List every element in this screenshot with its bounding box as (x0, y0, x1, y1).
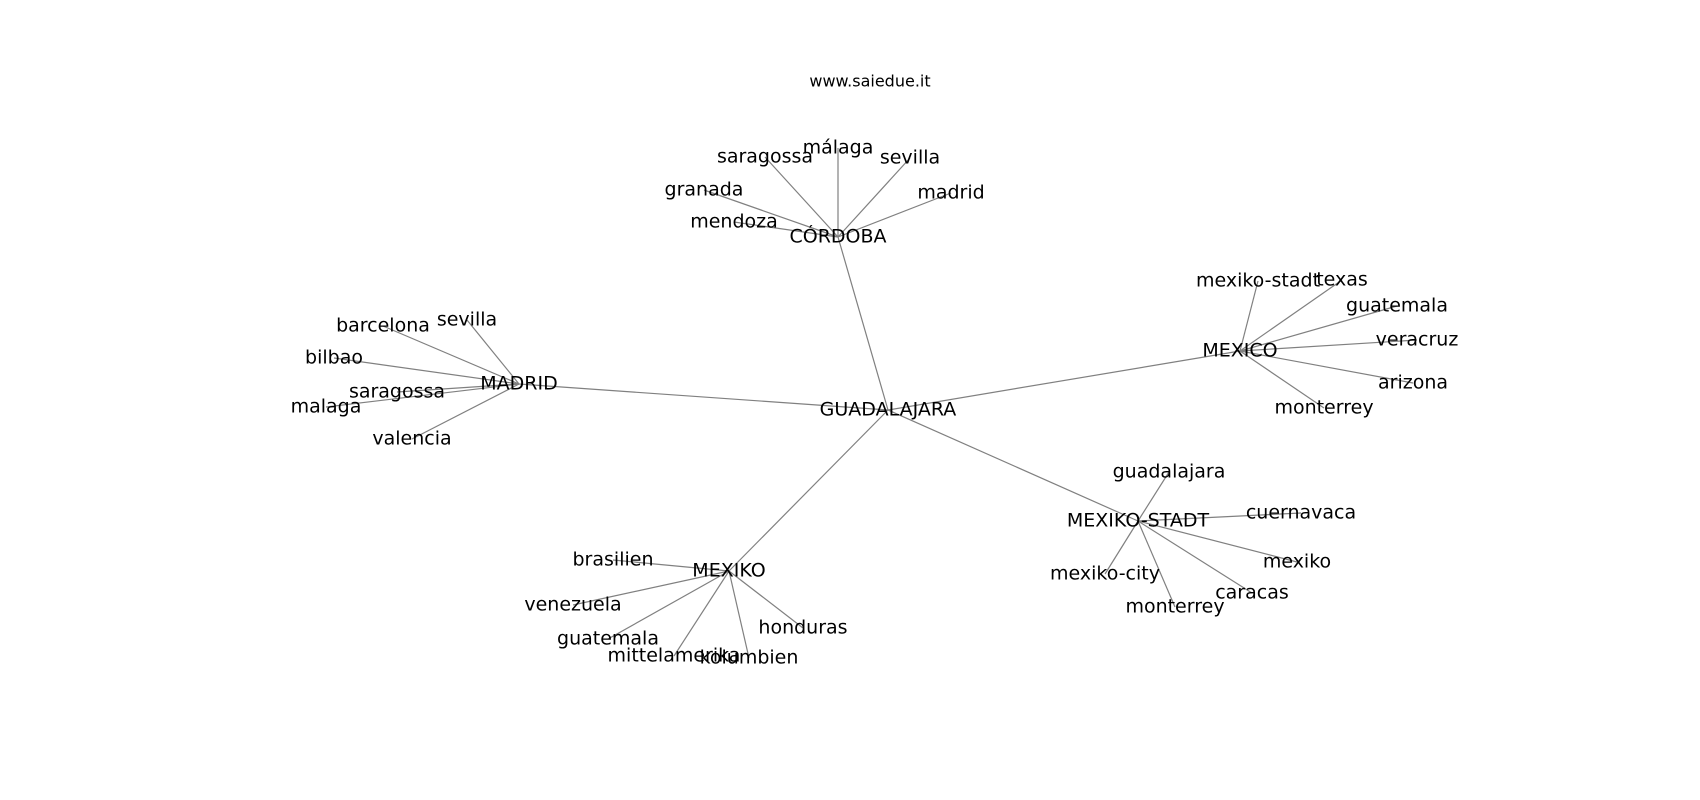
leaf-node-madrid: sevilla (437, 309, 497, 331)
leaf-node-mexico: texas (1316, 269, 1368, 291)
leaf-node-mexiko: kolumbien (700, 647, 799, 669)
leaf-node-madrid: valencia (372, 428, 451, 450)
leaf-node-mexiko-stadt: caracas (1215, 582, 1289, 604)
leaf-node-cordoba: madrid (917, 182, 984, 204)
leaf-node-mexico: veracruz (1376, 329, 1459, 351)
leaf-node-mexiko: venezuela (524, 594, 621, 616)
graph-edges (325, 148, 1418, 659)
edge-mexiko-stadt-leaf-1 (1137, 512, 1302, 522)
leaf-node-madrid: malaga (291, 396, 362, 418)
edge-cordoba-leaf-0 (764, 156, 839, 238)
leaf-node-cordoba: sevilla (880, 147, 940, 169)
hub-node-mexiko-stadt: MEXIKO-STADT (1067, 510, 1210, 532)
edge-mexiko-stadt-leaf-5 (1104, 520, 1139, 575)
edge-madrid-leaf-3 (396, 383, 520, 393)
edge-mexiko-stadt-leaf-3 (1137, 520, 1253, 594)
leaf-node-cordoba: mendoza (690, 211, 778, 233)
hub-node-cordoba: CÓRDOBA (789, 224, 886, 248)
edge-mexico-leaf-5 (1239, 350, 1325, 409)
edge-cordoba-leaf-5 (733, 221, 839, 238)
leaf-node-cordoba: málaga (803, 137, 874, 159)
edge-mexico-leaf-1 (1239, 279, 1343, 352)
leaf-node-madrid: saragossa (349, 381, 445, 403)
leaf-node-mexiko-stadt: mexiko-city (1050, 563, 1160, 585)
edge-mexico-leaf-0 (1239, 280, 1259, 352)
edge-madrid-leaf-1 (466, 319, 520, 385)
edge-mexiko-leaf-2 (607, 570, 730, 640)
edge-mexiko-leaf-5 (728, 570, 804, 629)
leaf-node-madrid: barcelona (336, 315, 430, 337)
edge-center-mexiko (728, 409, 889, 572)
leaf-node-cordoba: granada (665, 179, 744, 201)
leaf-node-mexiko: honduras (758, 617, 847, 639)
edge-cordoba-leaf-4 (837, 192, 952, 238)
edge-mexiko-leaf-1 (572, 570, 730, 606)
edge-mexico-leaf-3 (1239, 339, 1418, 352)
edge-mexiko-stadt-leaf-0 (1137, 471, 1170, 522)
leaf-node-mexiko-stadt: mexiko (1263, 551, 1331, 573)
edge-mexico-leaf-2 (1239, 305, 1398, 352)
edge-mexiko-leaf-0 (612, 559, 730, 572)
leaf-node-mexiko-stadt: monterrey (1125, 596, 1224, 618)
edge-center-mexiko-stadt (887, 409, 1139, 522)
hub-node-mexico: MEXICO (1202, 340, 1277, 362)
leaf-node-mexiko-stadt: guadalajara (1113, 461, 1226, 483)
edge-center-madrid (518, 383, 889, 411)
leaf-node-mexiko-stadt: cuernavaca (1246, 502, 1356, 524)
edge-mexico-leaf-4 (1239, 350, 1414, 384)
hub-node-madrid: MADRID (480, 373, 557, 395)
node-center: GUADALAJARA (820, 399, 957, 421)
leaf-node-mexiko: guatemala (557, 628, 659, 650)
leaf-node-mexiko: brasilien (573, 549, 654, 571)
hub-node-mexiko: MEXIKO (692, 560, 765, 582)
edge-mexiko-stadt-leaf-4 (1137, 520, 1176, 608)
leaf-node-mexico: mexiko-stadt (1196, 270, 1320, 292)
edge-mexiko-leaf-3 (673, 570, 730, 657)
edge-center-cordoba (837, 236, 889, 411)
leaf-node-cordoba: saragossa (717, 146, 813, 168)
edge-madrid-leaf-0 (382, 325, 520, 385)
source-watermark: www.saiedue.it (809, 72, 930, 91)
leaf-node-madrid: bilbao (305, 347, 363, 369)
edge-cordoba-leaf-3 (703, 189, 839, 238)
edge-center-mexico (887, 350, 1241, 411)
edge-madrid-leaf-5 (411, 383, 520, 440)
edge-madrid-leaf-4 (325, 383, 520, 408)
edge-madrid-leaf-2 (333, 357, 520, 385)
leaf-node-mexico: monterrey (1274, 397, 1373, 419)
leaf-node-mexico: arizona (1378, 372, 1448, 394)
edge-mexiko-stadt-leaf-2 (1137, 520, 1298, 563)
edge-mexiko-leaf-4 (728, 570, 750, 659)
edge-cordoba-leaf-2 (837, 157, 911, 238)
leaf-node-mexiko: mittelamerika (608, 645, 741, 667)
leaf-node-mexico: guatemala (1346, 295, 1448, 317)
